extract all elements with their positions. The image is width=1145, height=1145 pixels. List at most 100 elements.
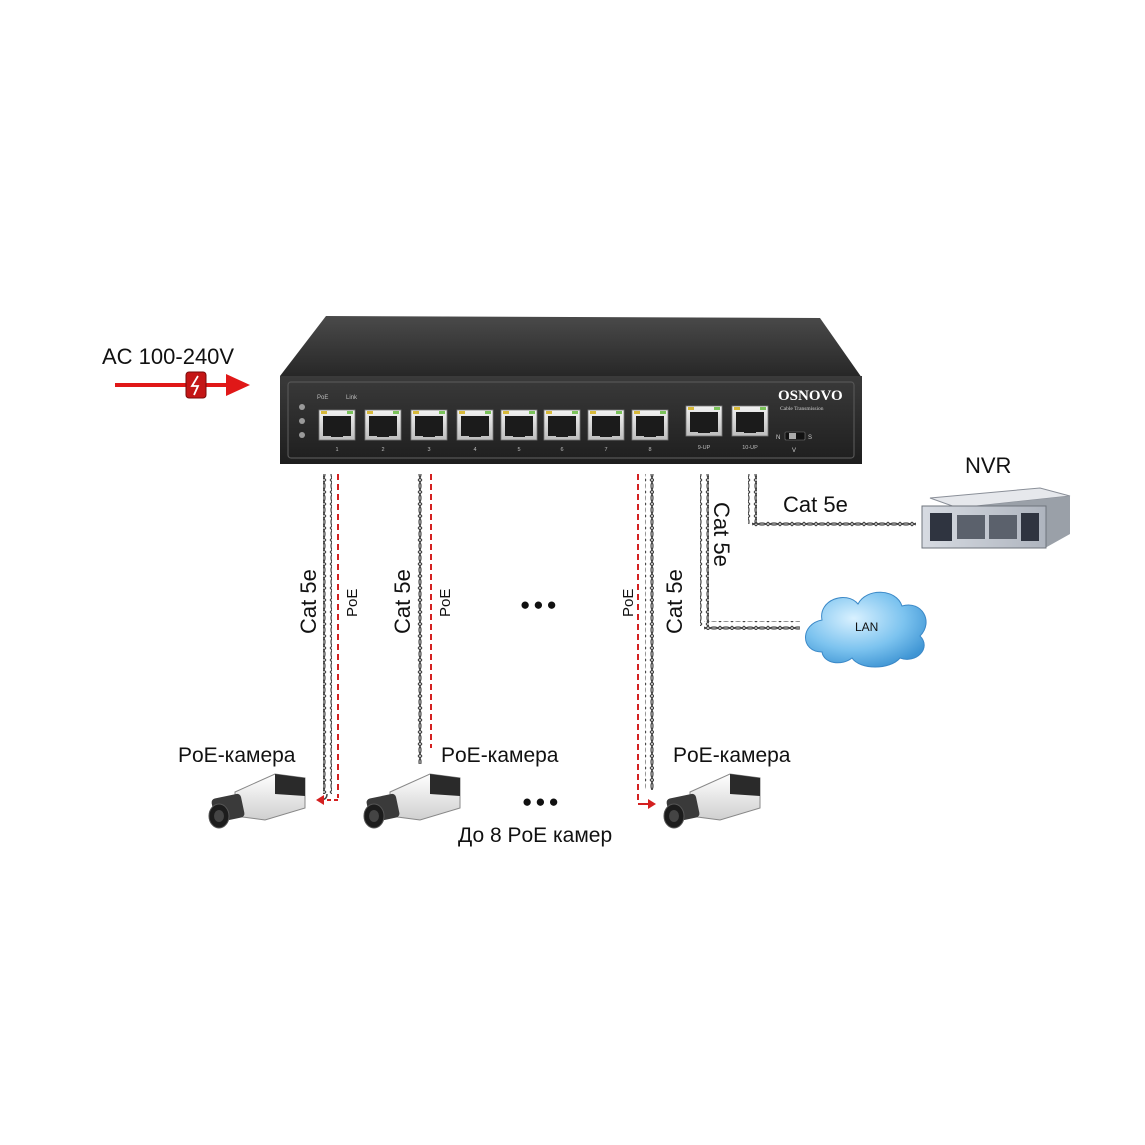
port-latch <box>377 432 389 437</box>
lan-cloud: LAN <box>805 591 927 668</box>
port-led-right <box>660 411 666 414</box>
port-led-left <box>367 411 373 414</box>
rj45-port-2[interactable]: 2 <box>364 409 402 453</box>
led-label-link: Link <box>346 395 358 401</box>
camera-icon <box>208 773 306 829</box>
poe-label: PoE <box>437 589 454 617</box>
status-led-1 <box>299 404 305 410</box>
port-led-right <box>485 411 491 414</box>
camera-label: PoE-камера <box>673 744 791 767</box>
rj45-port-1[interactable]: 1 <box>318 409 356 453</box>
dip-label-v: V <box>792 448 796 454</box>
twisted-pair-cable <box>748 474 757 524</box>
port-latch <box>331 432 343 437</box>
port-socket <box>690 412 718 432</box>
nvr-cable-label: Cat 5e <box>783 492 848 517</box>
poe-label: PoE <box>344 589 361 617</box>
port-led-right <box>760 407 766 410</box>
nvr-drive-bay-1 <box>957 515 985 539</box>
poe-switch: PoE Link OSNOVO Cable Transmission 1 2 3 4 5… <box>280 316 862 464</box>
uplink-port-10[interactable]: 10-UP <box>731 405 769 451</box>
status-led-2 <box>299 418 305 424</box>
camera-cable-2: Cat 5e PoE <box>390 474 454 764</box>
rj45-port-7[interactable]: 7 <box>587 409 625 453</box>
port-number-label: 9-UP <box>698 445 711 451</box>
brand-logo: OSNOVO <box>778 388 843 404</box>
power-arrow-head <box>226 374 250 396</box>
rj45-port-5[interactable]: 5 <box>500 409 538 453</box>
port-latch <box>469 432 481 437</box>
port-number-label: 8 <box>648 447 651 453</box>
cloud-icon <box>805 591 927 668</box>
dip-label-n: N <box>776 435 780 441</box>
camera-label: PoE-камера <box>178 744 296 767</box>
nvr-panel-left <box>930 513 952 541</box>
port-number-label: 5 <box>517 447 520 453</box>
port-latch <box>423 432 435 437</box>
dip-label-s: S <box>808 435 812 441</box>
port-latch <box>556 432 568 437</box>
cable-label: Cat 5e <box>296 569 321 634</box>
port-number-label: 1 <box>335 447 338 453</box>
lightning-icon <box>190 375 200 396</box>
port-led-right <box>347 411 353 414</box>
port-led-left <box>688 407 694 410</box>
camera-1: PoE-камера <box>178 744 306 829</box>
power-label: AC 100-240V <box>102 344 234 369</box>
camera-cable-1: Cat 5e PoE <box>296 474 361 805</box>
port-led-left <box>413 411 419 414</box>
port-socket <box>636 416 664 436</box>
brand-tagline: Cable Transmission <box>780 406 824 412</box>
led-label-poe: PoE <box>317 395 328 401</box>
rj45-port-3[interactable]: 3 <box>410 409 448 453</box>
port-led-left <box>459 411 465 414</box>
port-number-label: 10-UP <box>742 445 758 451</box>
rj45-port-4[interactable]: 4 <box>456 409 494 453</box>
lan-uplink-cable: Cat 5e <box>700 474 800 630</box>
nvr-label: NVR <box>965 453 1011 478</box>
nvr-drive-bay-2 <box>989 515 1017 539</box>
power-input: AC 100-240V <box>102 344 250 399</box>
port-led-right <box>714 407 720 410</box>
port-led-right <box>393 411 399 414</box>
status-led-3 <box>299 432 305 438</box>
port-led-left <box>590 411 596 414</box>
poe-label: PoE <box>620 589 637 617</box>
port-number-label: 3 <box>427 447 430 453</box>
camera-icon <box>663 773 761 829</box>
port-socket <box>592 416 620 436</box>
port-latch <box>644 432 656 437</box>
port-socket <box>548 416 576 436</box>
port-socket <box>369 416 397 436</box>
rj45-port-8[interactable]: 8 <box>631 409 669 453</box>
twisted-pair-cable <box>323 474 332 794</box>
camera-count-label: До 8 PoE камер <box>458 824 612 847</box>
port-led-right <box>439 411 445 414</box>
port-led-right <box>529 411 535 414</box>
port-led-right <box>572 411 578 414</box>
lan-label: LAN <box>855 620 878 634</box>
port-led-left <box>546 411 552 414</box>
cable-label: Cat 5e <box>390 569 415 634</box>
nvr-uplink-cable: Cat 5e <box>748 474 916 528</box>
uplink-port-9[interactable]: 9-UP <box>685 405 723 451</box>
port-led-left <box>503 411 509 414</box>
port-latch <box>698 428 710 433</box>
poe-arrow-head <box>316 795 324 805</box>
port-number-label: 6 <box>560 447 563 453</box>
dip-switch[interactable]: N S V <box>776 431 812 454</box>
port-socket <box>505 416 533 436</box>
port-socket <box>461 416 489 436</box>
rj45-port-6[interactable]: 6 <box>543 409 581 453</box>
camera-2: PoE-камера <box>363 744 559 829</box>
camera-3: PoE-камера <box>663 744 791 829</box>
rj45-ports: 1 2 3 4 5 6 7 8 <box>318 409 669 453</box>
dip-switch-knob[interactable] <box>789 433 796 439</box>
port-latch <box>600 432 612 437</box>
twisted-pair-cable <box>416 474 425 764</box>
nvr-panel-right <box>1021 513 1039 541</box>
switch-bezel <box>287 381 855 459</box>
poe-arrow-head <box>648 799 656 809</box>
port-latch <box>744 428 756 433</box>
